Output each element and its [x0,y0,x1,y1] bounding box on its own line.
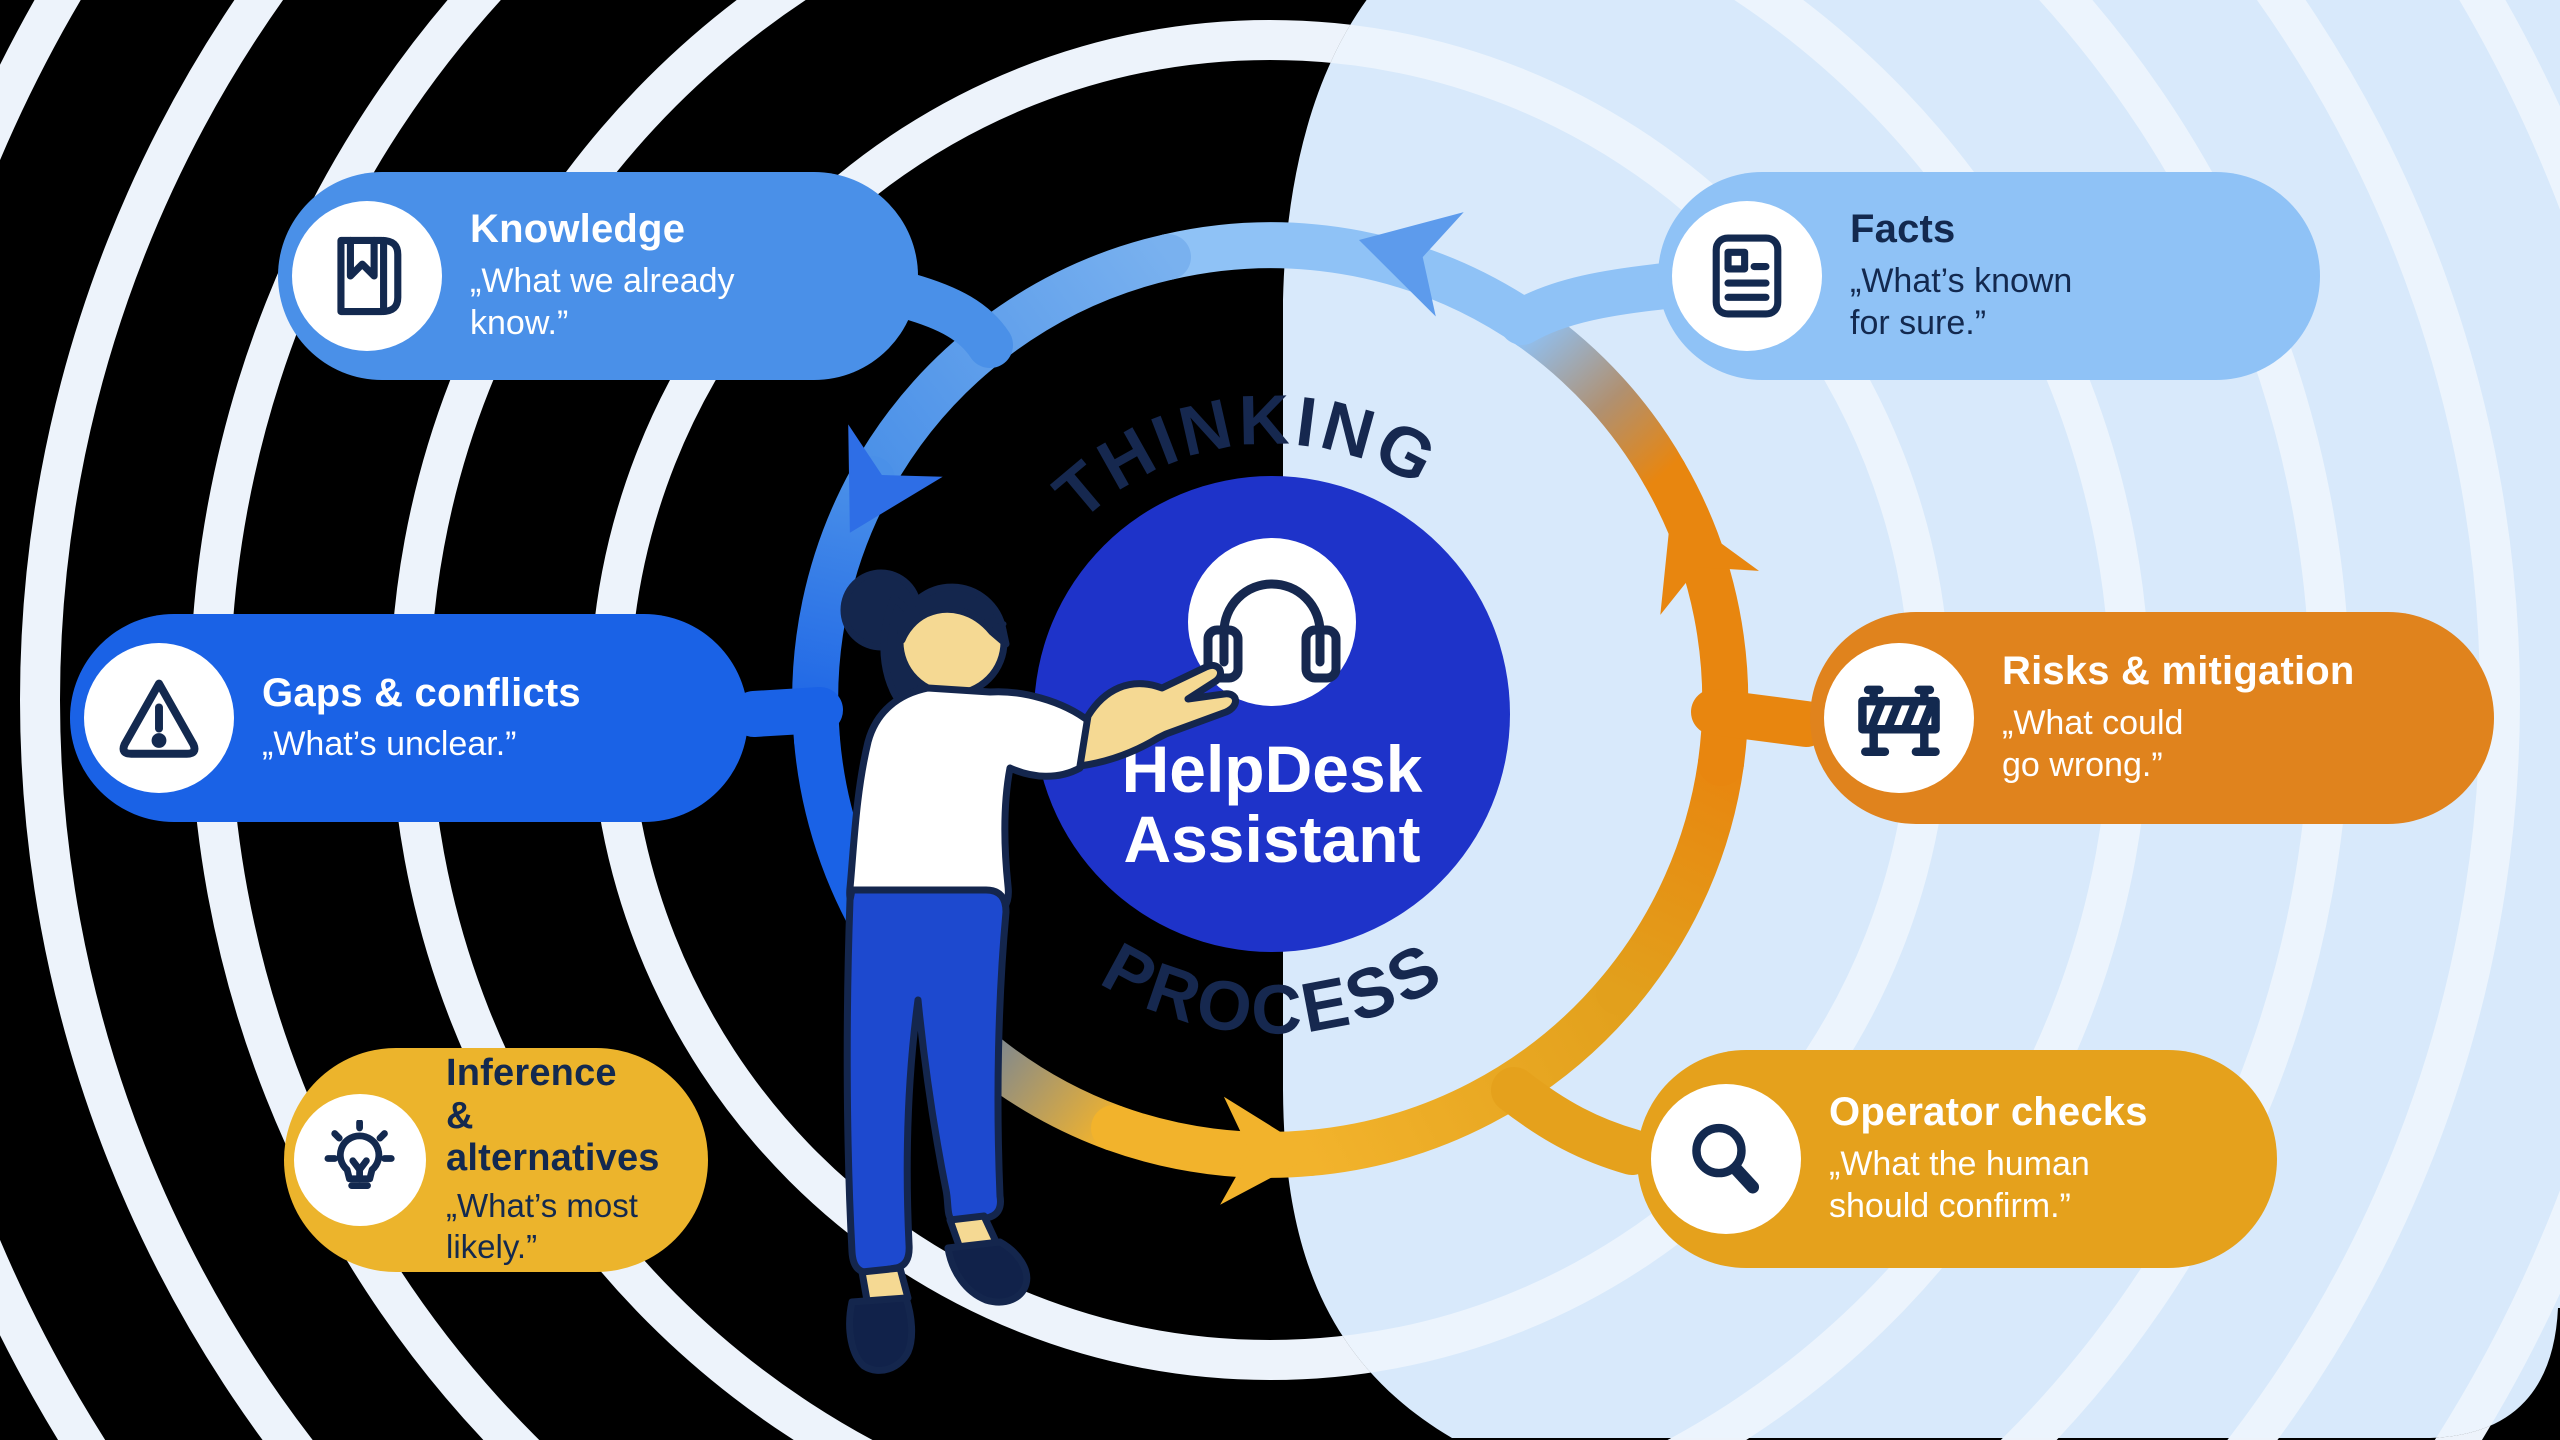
card-operator: Operator checks „What the human should c… [1637,1050,2277,1268]
book-icon [292,201,442,351]
hub-circle [1034,476,1510,952]
card-risks: Risks & mitigation „What could go wrong.… [1810,612,2494,824]
card-knowledge: Knowledge „What we already know.” [278,172,918,380]
hub-title-line1: HelpDesk [1122,732,1423,806]
card-subtitle: „What’s known for sure.” [1850,262,2073,343]
facts-connector [1499,263,1688,345]
headphones-icon [1203,579,1341,683]
card-subtitle: „What we already know.” [470,262,735,343]
card-facts: Facts „What’s known for sure.” [1658,172,2320,380]
gaps-connector [731,687,843,737]
hub: HelpDesk Assistant [1034,476,1510,952]
card-title: Risks & mitigation [2002,649,2355,694]
knowledge-connector [885,273,1013,368]
arrow-top-left-icon [1358,212,1464,317]
card-subtitle: „What the human should confirm.” [1829,1145,2090,1226]
card-title: Operator checks [1829,1090,2148,1135]
card-title: Gaps & conflicts [262,670,581,715]
magnifier-icon [1651,1084,1801,1234]
lightbulb-icon [294,1094,426,1226]
card-subtitle: „What’s unclear.” [262,725,517,764]
arrow-left-down-icon [848,424,943,533]
flow-arrows [848,212,1759,1205]
card-subtitle: „What could go wrong.” [2002,704,2184,785]
operator-connector [1491,1067,1655,1175]
woman-illustration [840,569,1239,1374]
hub-title-line2: Assistant [1123,802,1420,876]
card-inference: Inference & alternatives „What’s most li… [284,1048,708,1272]
arrow-bottom-right-icon [1220,1096,1316,1205]
card-title: Facts [1850,207,1956,252]
risks-connector [1691,689,1829,747]
card-title: Knowledge [470,207,686,252]
card-subtitle: „What’s most likely.” [446,1186,638,1265]
barrier-icon [1824,643,1974,793]
card-connectors [731,263,1829,1175]
news-document-icon [1672,201,1822,351]
card-gaps: Gaps & conflicts „What’s unclear.” [70,614,748,822]
hub-icon-circle [1188,538,1356,706]
warning-triangle-icon [84,643,234,793]
card-title: Inference & alternatives [446,1052,660,1180]
arrow-right-up-icon [1660,507,1759,615]
